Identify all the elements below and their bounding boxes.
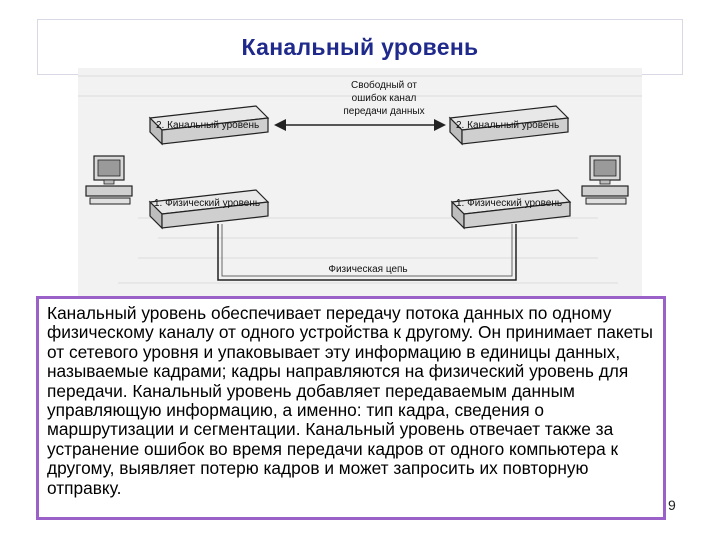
circuit-label: Физическая цепь [328,264,407,275]
left-physical-slab: 1. Физический уровень [148,189,270,230]
error-free-channel-arrow [274,119,446,131]
left-data-link-slab: 2. Канальный уровень [148,105,270,146]
top-label-line-3: передачи данных [343,106,424,117]
diagram-svg: Свободный от ошибок канал передачи данны… [78,75,642,284]
left-data-link-label: 2. Канальный уровень [156,120,259,131]
description-box: Канальный уровень обеспечивает передачу … [36,296,666,520]
right-physical-label: 1. Физический уровень [456,198,562,209]
slide-title: Канальный уровень [241,33,479,60]
top-label-line-1: Свободный от [351,79,417,91]
right-data-link-label: 2. Канальный уровень [456,120,559,131]
description-text: Канальный уровень обеспечивает передачу … [47,303,653,498]
right-physical-slab: 1. Физический уровень [450,189,572,230]
right-data-link-slab: 2. Канальный уровень [448,105,570,146]
top-label-line-2: ошибок канал [352,92,417,104]
right-computer-icon [581,155,629,205]
network-diagram: Свободный от ошибок канал передачи данны… [78,68,642,298]
left-computer-icon [85,155,133,205]
page-number: 9 [668,497,676,513]
left-physical-label: 1. Физический уровень [154,198,260,209]
physical-circuit [217,224,517,281]
title-box: Канальный уровень [37,19,683,75]
